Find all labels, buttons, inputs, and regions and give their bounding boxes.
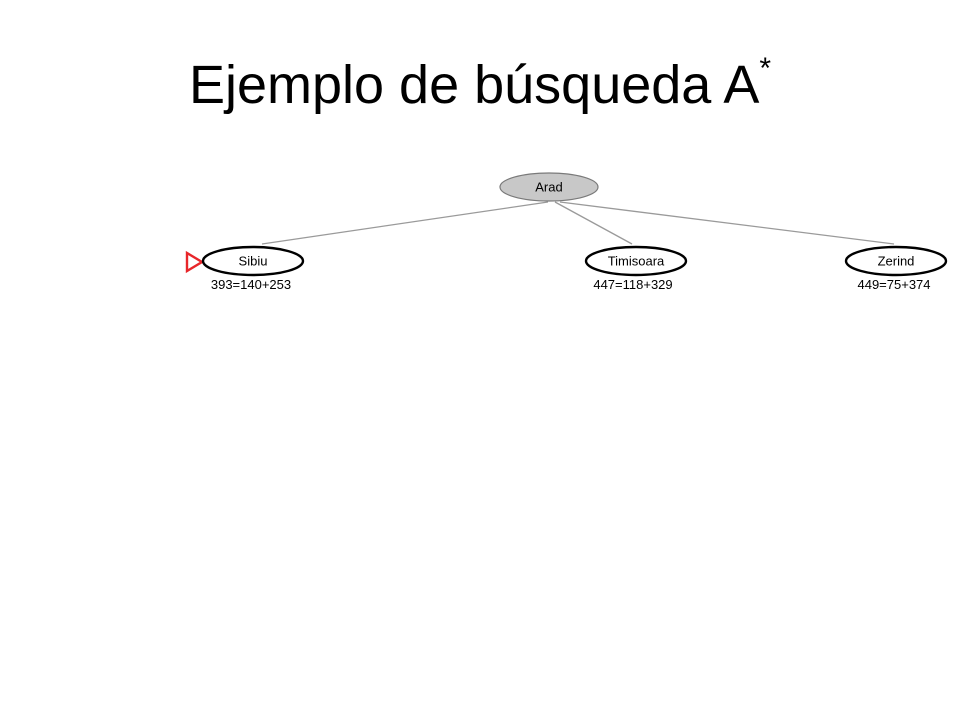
node-timisoara-shape <box>584 245 688 277</box>
node-sibiu-cost: 393=140+253 <box>211 277 291 292</box>
edge-arad-zerind <box>559 201 895 245</box>
node-zerind[interactable]: Zerind 449=75+374 <box>844 245 948 292</box>
slide-title: Ejemplo de búsqueda A* <box>0 54 960 115</box>
tree-edges <box>261 201 895 245</box>
node-sibiu-label: Sibiu <box>239 254 268 269</box>
node-zerind-shape <box>844 245 948 277</box>
node-timisoara-cost: 447=118+329 <box>593 277 672 292</box>
title-asterisk: * <box>759 52 772 85</box>
node-arad-label: Arad <box>535 180 562 195</box>
node-sibiu-shape <box>201 245 305 277</box>
node-zerind-label: Zerind <box>878 254 915 269</box>
node-arad-shape <box>499 172 599 202</box>
node-arad[interactable]: Arad <box>499 172 599 202</box>
node-sibiu[interactable]: Sibiu 393=140+253 <box>185 245 305 292</box>
node-timisoara[interactable]: Timisoara 447=118+329 <box>584 245 688 292</box>
selection-marker-icon <box>185 250 205 274</box>
node-timisoara-label: Timisoara <box>608 254 665 269</box>
title-text: Ejemplo de búsqueda A <box>188 55 760 115</box>
edge-arad-timisoara <box>554 201 633 245</box>
node-zerind-cost: 449=75+374 <box>857 277 930 292</box>
edge-arad-sibiu <box>261 201 549 245</box>
